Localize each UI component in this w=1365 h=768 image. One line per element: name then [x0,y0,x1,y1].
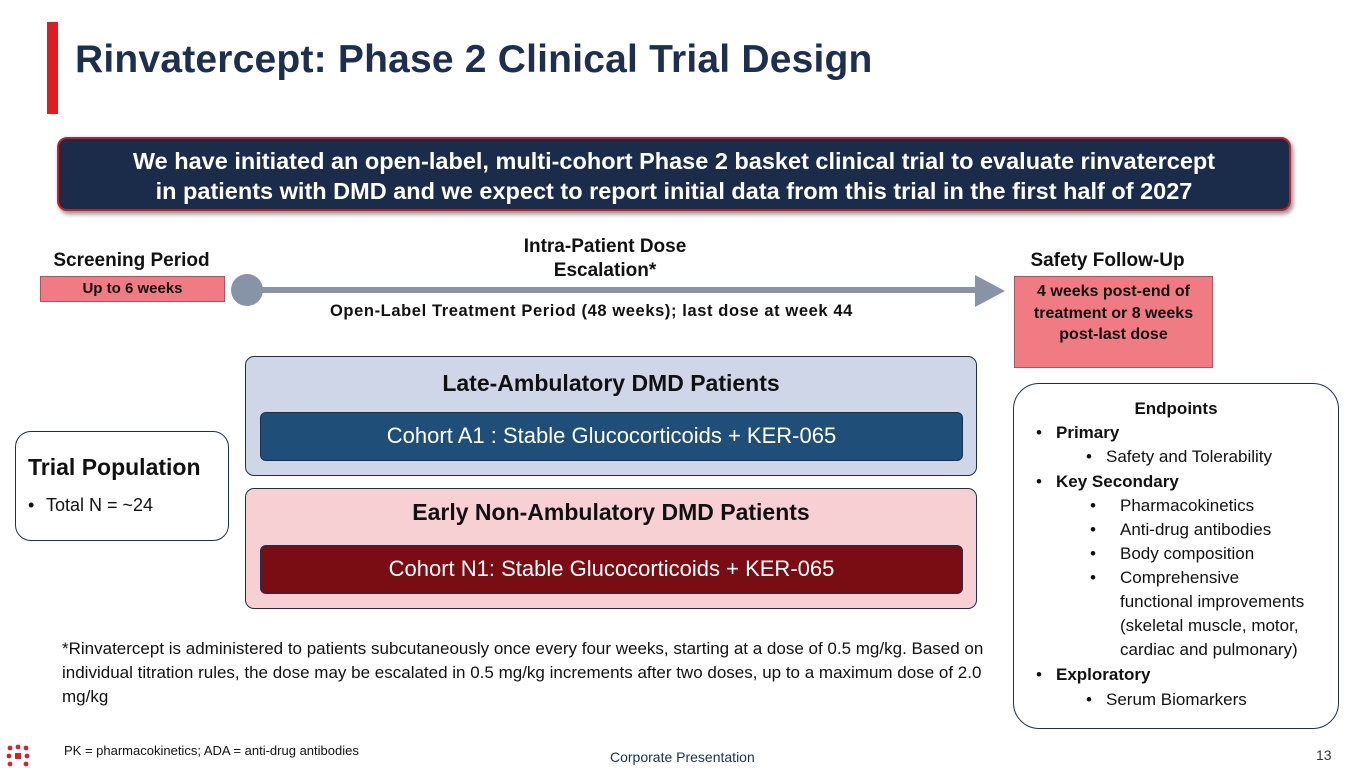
bullet: • [1036,472,1042,491]
abbreviations-note: PK = pharmacokinetics; ADA = anti-drug a… [64,743,359,758]
trial-population-box: Trial Population • Total N = ~24 [15,431,229,541]
key-secondary-item: •Body composition [1090,544,1255,563]
primary-heading: • Primary [1036,423,1119,443]
trial-population-item: • Total N = ~24 [28,495,228,516]
bullet: • [1036,423,1042,442]
treatment-period-label: Open-Label Treatment Period (48 weeks); … [330,302,853,320]
dose-escalation-label: Intra-Patient Dose Escalation* [523,236,687,281]
exploratory-label: Exploratory [1056,665,1151,684]
page-title: Rinvatercept: Phase 2 Clinical Trial Des… [75,38,873,81]
screening-period-label: Screening Period [53,250,210,271]
safety-follow-up-box: 4 weeks post-end of treatment or 8 weeks… [1014,276,1213,368]
primary-item: •Safety and Tolerability [1086,447,1273,466]
bullet: • [28,495,35,515]
key-secondary-label: Key Secondary [1056,472,1179,491]
key-secondary-item: •Anti-drug antibodies [1090,520,1272,539]
title-accent-bar [47,22,58,114]
dosing-footnote: *Rinvatercept is administered to patient… [62,639,984,706]
key-secondary-item-continued: cardiac and pulmonary) [1120,640,1298,659]
timeline-start-dot [231,274,263,306]
key-secondary-item: •Comprehensive [1090,568,1240,587]
bullet: • [1090,544,1096,563]
screening-duration-box: Up to 6 weeks [40,276,225,302]
exploratory-item: •Serum Biomarkers [1086,690,1247,709]
key-secondary-item: •Pharmacokinetics [1090,496,1255,515]
key-secondary-item-continued: (skeletal muscle, motor, [1120,616,1299,635]
page-number: 13 [1316,747,1332,763]
bullet: • [1086,690,1092,709]
company-logo-icon [6,744,30,767]
late-ambulatory-panel: Late-Ambulatory DMD Patients Cohort A1 :… [245,356,977,476]
timeline-line [252,287,977,293]
exploratory-heading: • Exploratory [1036,665,1150,685]
cohort-n1-bar: Cohort N1: Stable Glucocorticoids + KER-… [260,545,963,594]
early-non-ambulatory-panel: Early Non-Ambulatory DMD Patients Cohort… [245,488,977,609]
endpoints-box: Endpoints • Primary •Safety and Tolerabil… [1013,383,1339,729]
endpoints-title: Endpoints [1134,399,1218,418]
total-n-value: Total N = ~24 [46,495,154,515]
late-ambulatory-title: Late-Ambulatory DMD Patients [442,370,780,396]
banner-line-2: in patients with DMD and we expect to re… [155,178,1193,204]
primary-label: Primary [1056,423,1120,442]
safety-follow-up-label: Safety Follow-Up [1030,250,1185,271]
key-secondary-item-continued: functional improvements [1120,592,1305,611]
cohort-a1-bar: Cohort A1 : Stable Glucocorticoids + KER… [260,412,963,461]
early-non-ambulatory-title: Early Non-Ambulatory DMD Patients [412,499,810,525]
bullet: • [1086,447,1092,466]
banner-line-1: We have initiated an open-label, multi-c… [132,148,1216,174]
bullet: • [1090,568,1096,587]
summary-banner: We have initiated an open-label, multi-c… [57,137,1291,211]
bullet: • [1090,520,1096,539]
trial-population-title: Trial Population [28,454,201,480]
timeline-arrow-icon [975,275,1005,307]
footer-presentation-label: Corporate Presentation [610,749,755,765]
bullet: • [1090,496,1096,515]
key-secondary-heading: • Key Secondary [1036,472,1179,492]
bullet: • [1036,665,1042,684]
